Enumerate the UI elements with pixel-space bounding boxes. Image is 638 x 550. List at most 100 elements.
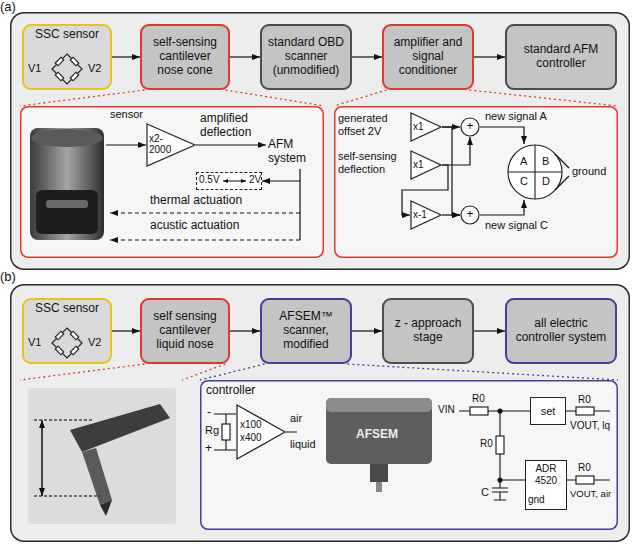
signal-wire — [196, 144, 266, 145]
leader-line — [226, 90, 325, 106]
node-label: standard AFM controller — [510, 43, 612, 71]
connector — [112, 56, 140, 57]
bridge-symbol — [70, 57, 78, 65]
amplifier-triangle: x1 — [410, 112, 442, 142]
bridge-symbol — [52, 328, 82, 358]
connector — [230, 56, 260, 57]
bridge-symbol — [55, 331, 63, 339]
opamp-wiring — [222, 424, 230, 440]
node-label: x2- 2000 — [149, 134, 173, 155]
opamp-wiring — [214, 414, 297, 450]
signal-wire — [110, 239, 300, 240]
signal-wire — [110, 212, 300, 213]
leader-line — [20, 90, 618, 380]
leader-line — [20, 364, 145, 380]
node-label: standard OBD scanner (unmodified) — [265, 36, 347, 77]
node-label: C — [520, 175, 528, 188]
node-label: V2 — [88, 62, 101, 75]
node-label: R0 — [578, 462, 591, 474]
circuit-wiring — [492, 480, 508, 500]
node-label: 2V — [249, 174, 261, 186]
signal-wire — [262, 180, 300, 181]
connector — [352, 56, 382, 57]
connector — [230, 330, 260, 331]
signal-wire — [106, 144, 146, 145]
circuit-block: ADR 4520 gnd — [525, 460, 567, 510]
circuit-wiring — [470, 407, 488, 415]
process-box: z - approach stage — [382, 298, 474, 364]
node-label: AFM system — [268, 138, 320, 166]
sensor-photo — [46, 200, 88, 208]
circuit-block: set — [530, 397, 566, 425]
triangle-outline — [237, 405, 285, 459]
bridge-symbol — [52, 54, 82, 84]
node-label: air — [290, 412, 302, 425]
node-label: z - approach stage — [387, 317, 469, 345]
node-label: - — [207, 406, 211, 420]
node-label: AFSEM™ scanner, modified — [265, 310, 347, 351]
scanner-photo — [326, 398, 432, 492]
connector — [480, 127, 524, 144]
bridge-symbol — [55, 57, 63, 65]
sensor-box: SSC sensorV1V2 — [22, 24, 112, 90]
bridge-symbol — [70, 346, 78, 354]
edge-label: new signal A — [484, 110, 548, 123]
photodiode-quadrant: ABCD — [507, 144, 563, 200]
sensor-photo — [30, 128, 104, 240]
node-label: + — [466, 208, 473, 222]
connector — [442, 214, 460, 215]
signal-wire — [223, 181, 234, 182]
bridge-symbol — [52, 54, 82, 84]
node-label: x1 — [413, 159, 424, 171]
node-label: + — [205, 442, 212, 456]
node-label: ground — [572, 165, 606, 178]
process-box: self-sensing cantilever nose cone — [140, 24, 230, 90]
triangle-outline — [411, 113, 441, 141]
circuit-wiring — [496, 436, 504, 454]
process-box: amplifier and signal conditioner — [382, 24, 474, 90]
connector — [334, 90, 387, 106]
bridge-symbol — [70, 72, 78, 80]
triangle-outline — [411, 151, 441, 179]
node-label: VOUT, lq — [570, 420, 610, 432]
connector — [442, 127, 460, 215]
node-label: SSC sensor — [22, 302, 112, 316]
node-label: x1 — [413, 121, 424, 133]
node-label: VIN — [438, 404, 455, 416]
node-outline — [507, 144, 563, 200]
node-label: B — [542, 155, 549, 168]
dimension-arrow — [34, 420, 92, 421]
node-label: x-1 — [413, 209, 427, 221]
sensor-photo — [36, 190, 98, 234]
node-label: D — [542, 175, 550, 188]
node-label: liquid — [290, 438, 316, 451]
node-label: Rg — [205, 424, 219, 437]
circuit-wiring — [498, 478, 502, 482]
summing-junction: + — [460, 205, 480, 225]
process-box: all electric controller system — [505, 298, 617, 364]
dimension-arrow — [41, 458, 42, 496]
dimension-arrow — [34, 420, 100, 496]
node-label: set — [541, 405, 556, 418]
amplifier-triangle: x-1 — [410, 200, 442, 230]
leader-line — [182, 364, 226, 380]
node-label: VOUT, air — [570, 489, 611, 500]
triangle-outline — [147, 124, 195, 166]
bridge-symbol — [55, 346, 63, 354]
process-box: AFSEM™ scanner, modified — [260, 298, 352, 364]
dimension-arrow — [41, 420, 42, 458]
node-label: R0 — [578, 394, 591, 406]
photo-label: AFSEM — [356, 428, 398, 442]
scanner-photo — [370, 464, 388, 482]
node-label: self-sensing deflection — [338, 150, 408, 175]
node-label: ADR 4520 — [527, 463, 565, 486]
bridge-symbol — [52, 328, 82, 358]
process-box: standard OBD scanner (unmodified) — [260, 24, 352, 90]
node-label: gnd — [528, 494, 545, 506]
node-label: amplifier and signal conditioner — [387, 36, 469, 77]
node-label: V1 — [28, 62, 41, 75]
signal-wire — [299, 169, 300, 240]
node-label: thermal actuation — [150, 194, 242, 208]
node-label: acustic actuation — [150, 219, 239, 233]
bridge-symbol — [70, 331, 78, 339]
